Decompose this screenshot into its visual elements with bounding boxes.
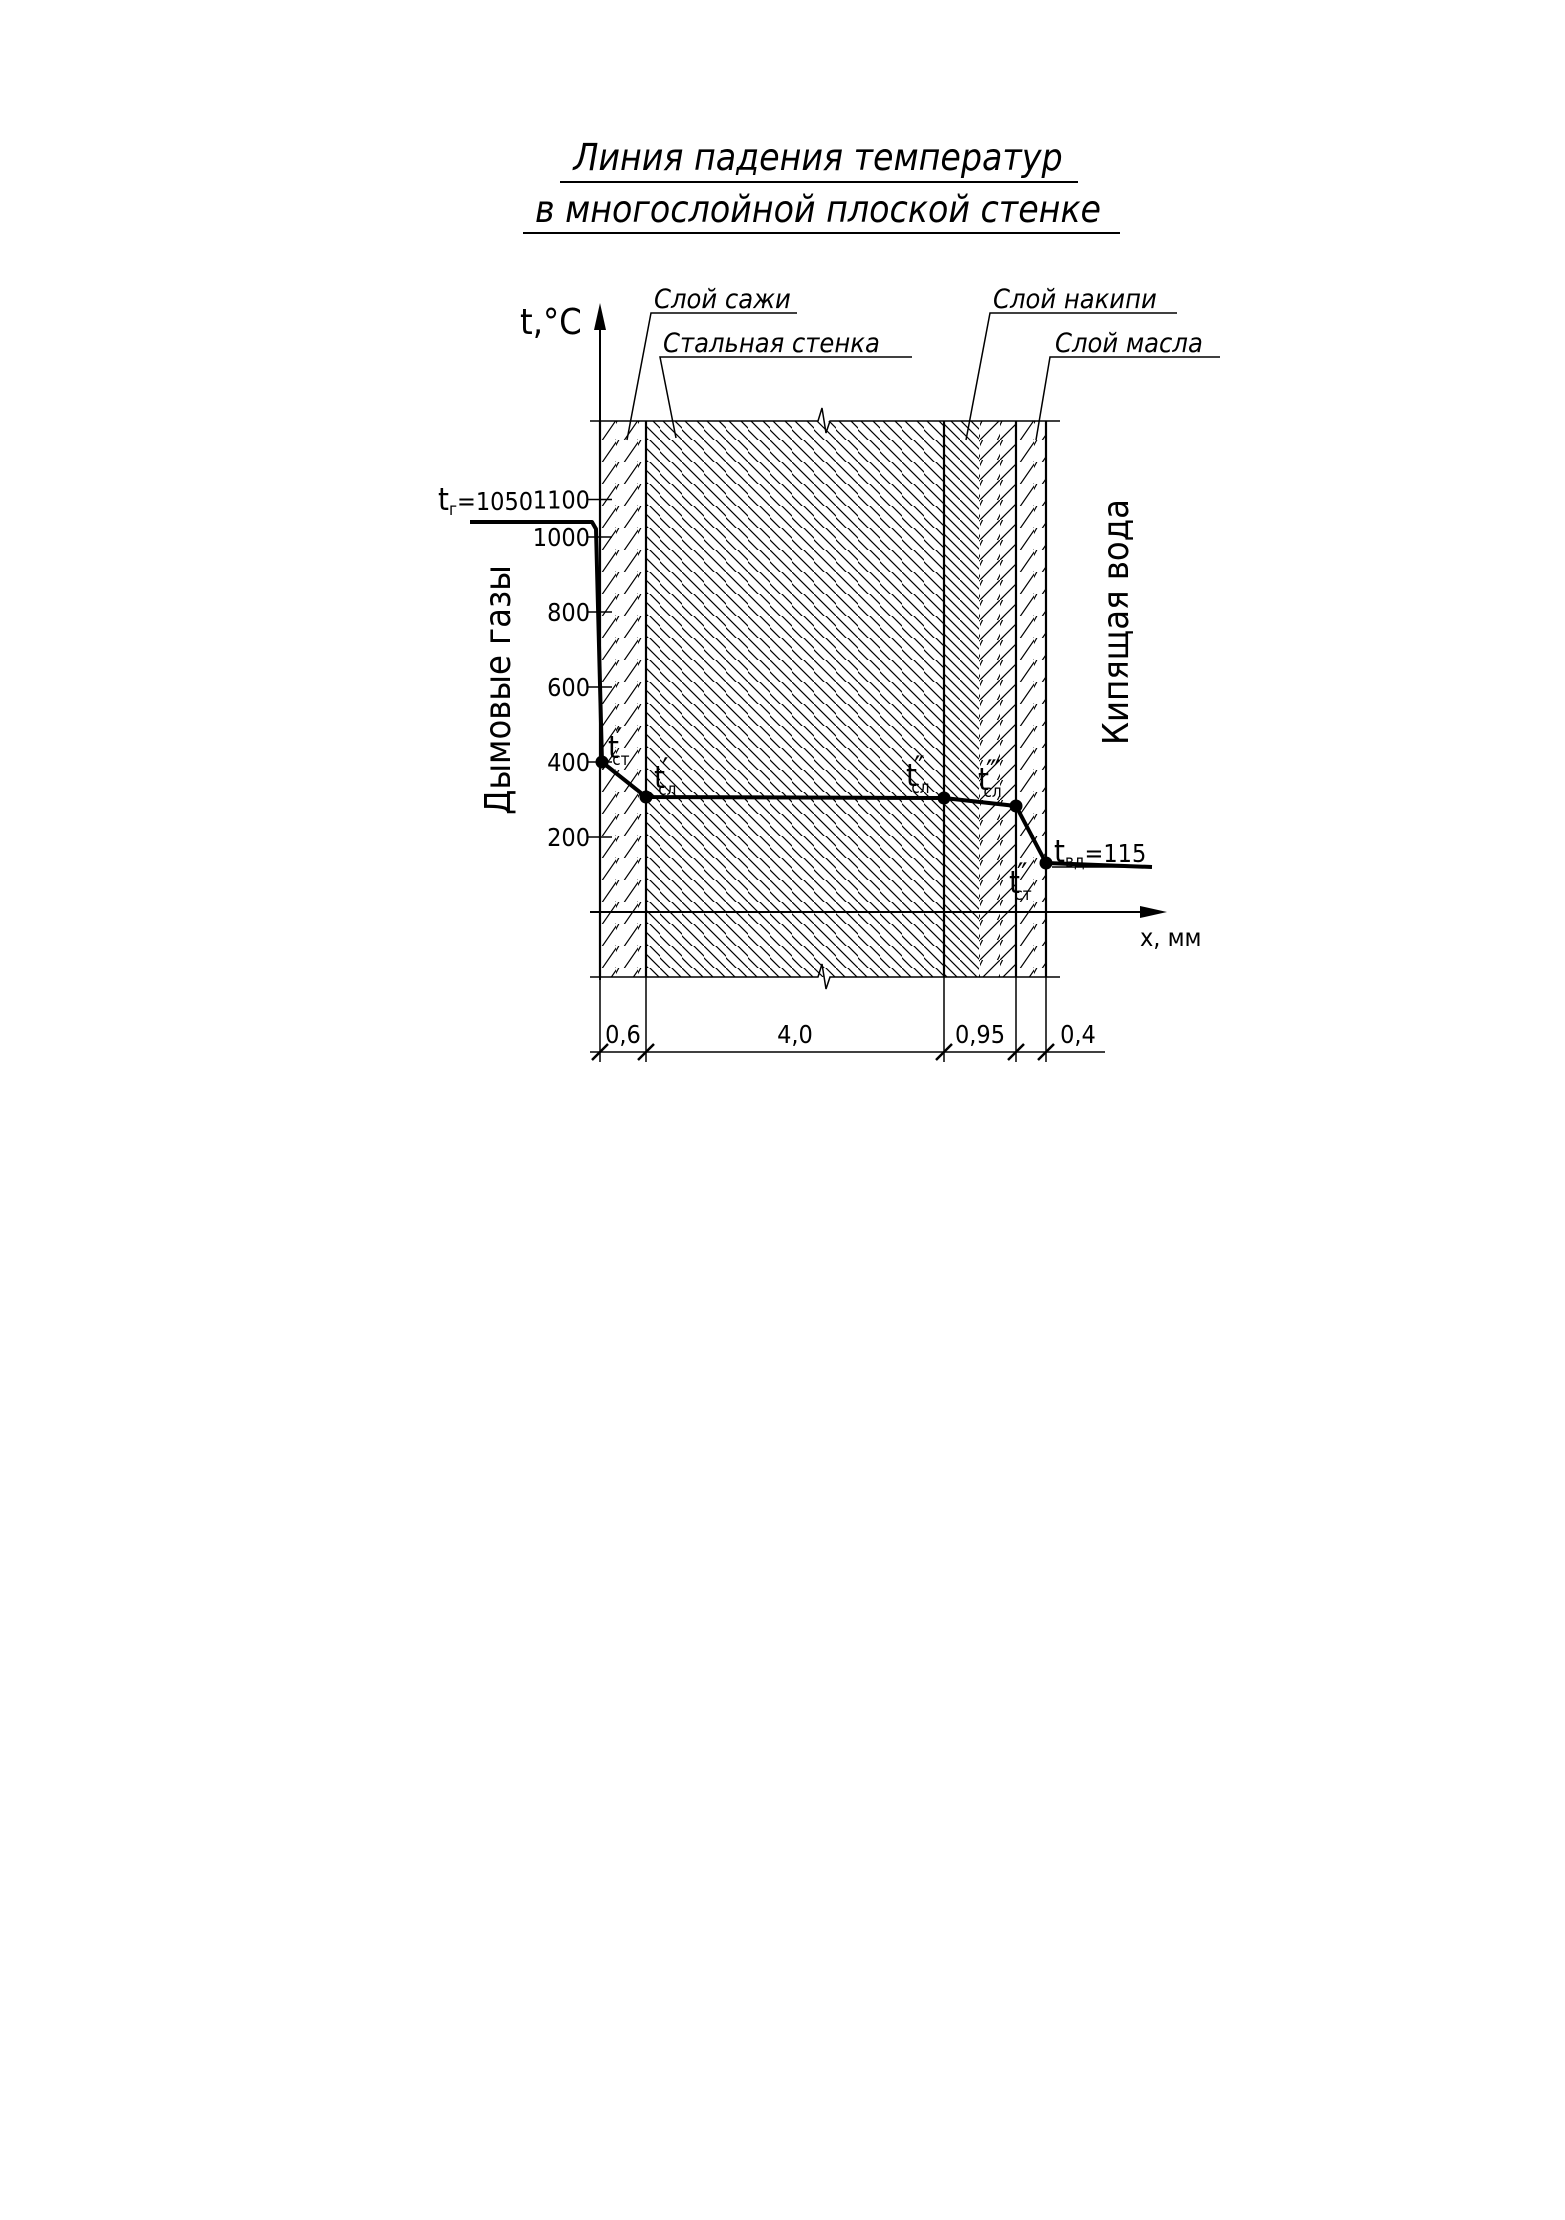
point-sl2 xyxy=(937,791,951,805)
scale-layer-label: Слой накипи xyxy=(993,284,1157,315)
wall-layers xyxy=(590,407,1060,990)
bottom-break-line xyxy=(590,963,1060,990)
dim-scale: 0,95 xyxy=(955,1020,1005,1049)
x-axis-label: x, мм xyxy=(1140,923,1202,952)
label-sl3: t‴сл xyxy=(978,754,1002,802)
point-st1 xyxy=(595,755,609,769)
oil-layer xyxy=(1016,421,1046,977)
label-gas-temp: tг=1050 xyxy=(438,482,533,520)
scale-layer-right xyxy=(979,421,1016,977)
top-break-line xyxy=(590,407,1060,434)
label-st1: t′ст xyxy=(608,722,630,770)
oil-layer-label: Слой масла xyxy=(1055,328,1203,359)
scale-layer-left xyxy=(944,421,979,977)
y-tick-group: 1100 1000 800 600 400 200 xyxy=(533,486,612,852)
dim-steel: 4,0 xyxy=(777,1020,813,1049)
title-line-2: в многослойной плоской стенке xyxy=(535,188,1101,231)
y-tick-label-600: 600 xyxy=(547,673,590,702)
point-sl1 xyxy=(639,790,653,804)
dimension-chain xyxy=(590,977,1105,1062)
boiling-water-label: Кипящая вода xyxy=(1096,499,1137,745)
dim-soot: 0,6 xyxy=(605,1020,641,1049)
title-line-1: Линия падения температур xyxy=(572,136,1062,179)
y-tick-label-1100: 1100 xyxy=(533,486,590,515)
soot-layer-label: Слой сажи xyxy=(654,284,791,315)
y-tick-label-1000: 1000 xyxy=(533,523,590,552)
y-tick-label-800: 800 xyxy=(547,598,590,627)
layer-callouts xyxy=(626,312,1220,441)
y-axis-label: t,°C xyxy=(520,302,582,343)
label-st2: t″ст xyxy=(1009,857,1032,905)
label-sl1: t′сл xyxy=(654,752,676,800)
y-axis-arrow xyxy=(594,303,606,330)
steel-layer-label: Стальная стенка xyxy=(663,328,880,359)
title-block: Линия падения температур в многослойной … xyxy=(523,136,1120,234)
steel-layer xyxy=(646,421,944,977)
soot-layer xyxy=(600,421,646,977)
dim-oil: 0,4 xyxy=(1060,1020,1096,1049)
x-axis-arrow xyxy=(1140,906,1167,918)
flue-gas-label: Дымовые газы xyxy=(478,565,519,815)
axes: t,°C x, мм 1100 1000 800 600 400 200 xyxy=(520,302,1202,980)
temperature-points xyxy=(595,755,1053,870)
label-sl2: t″сл xyxy=(906,750,930,798)
point-sl3 xyxy=(1009,799,1023,813)
y-tick-label-200: 200 xyxy=(547,823,590,852)
point-st2 xyxy=(1039,856,1053,870)
y-tick-label-400: 400 xyxy=(547,748,590,777)
